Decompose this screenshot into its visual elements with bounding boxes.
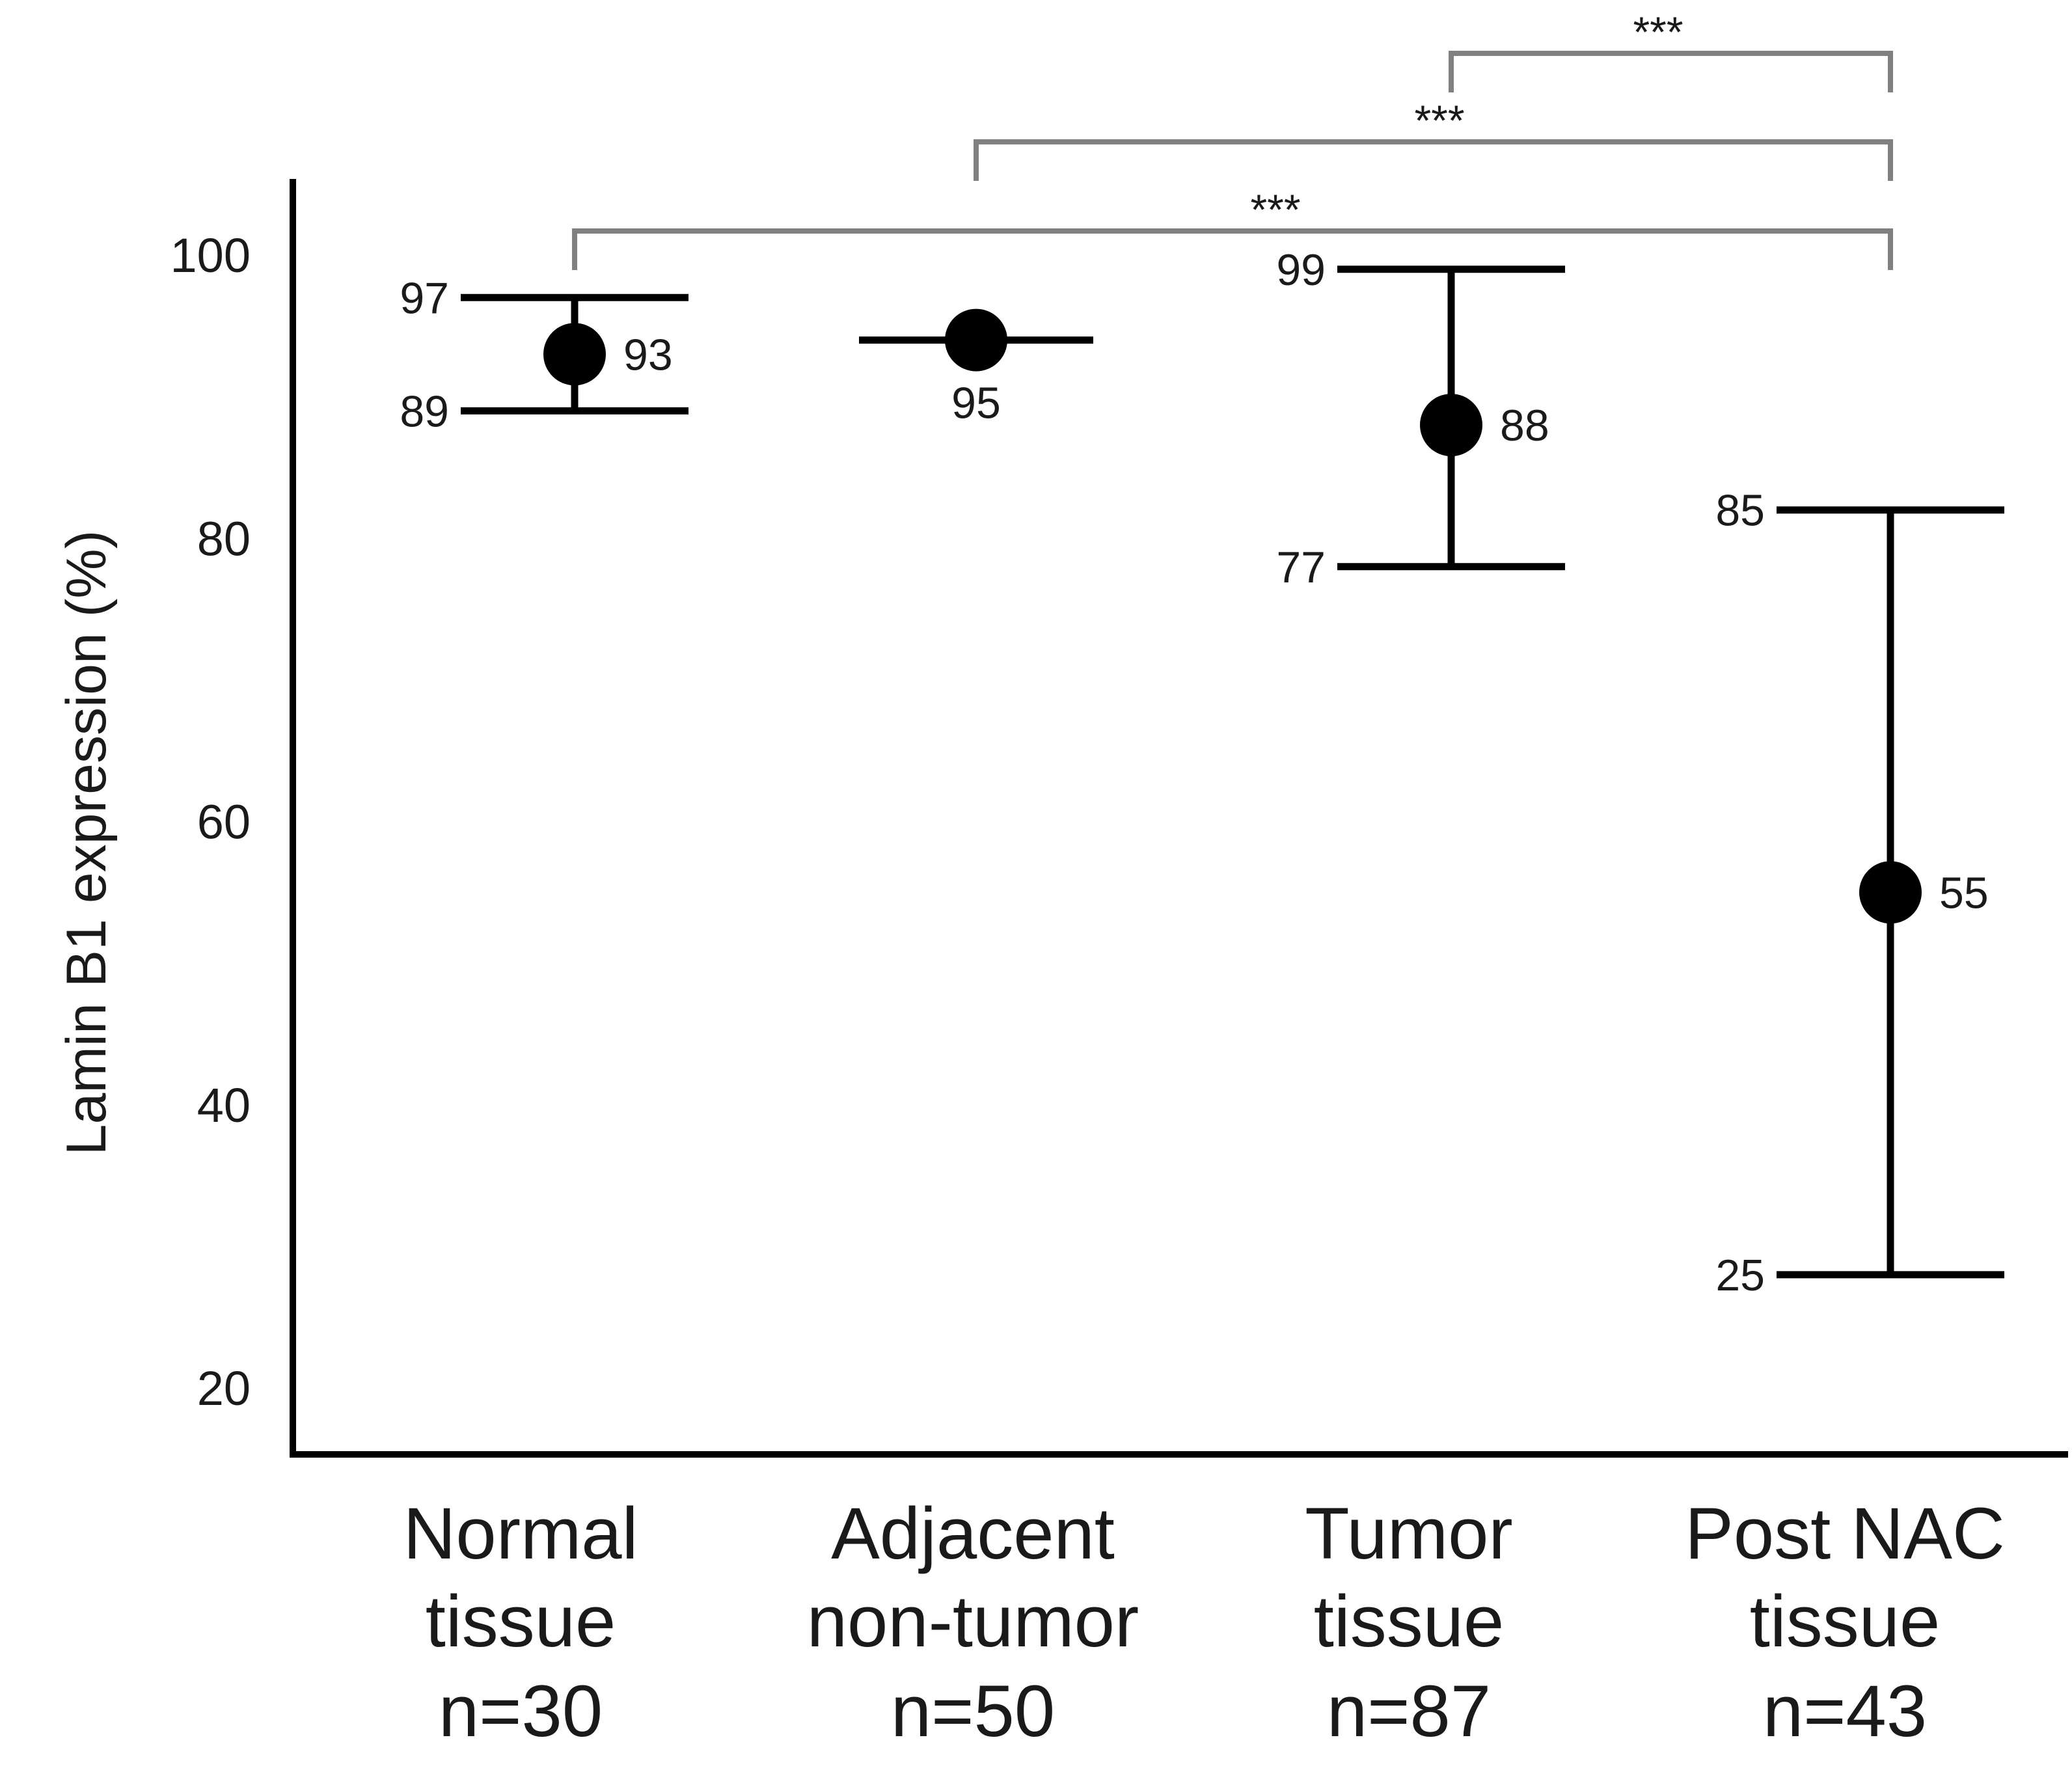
upper-value-label: 97 xyxy=(400,273,449,323)
axes: 20 40 60 80 100 xyxy=(170,179,2068,1458)
category-label-line: Adjacent xyxy=(831,1493,1115,1574)
median-marker xyxy=(945,308,1007,372)
category-label-line: n=43 xyxy=(1763,1670,1927,1752)
category-label-line: non-tumor xyxy=(807,1581,1139,1662)
median-value-label: 95 xyxy=(951,379,1001,428)
median-value-label: 55 xyxy=(1939,868,1989,918)
y-tick-label: 40 xyxy=(197,1078,251,1132)
category-label-line: n=87 xyxy=(1327,1670,1491,1752)
y-tick-label: 20 xyxy=(197,1361,251,1415)
data-points: 97 89 93 95 99 77 88 85 25 55 xyxy=(400,245,2004,1300)
category-label-line: tissue xyxy=(1314,1581,1505,1662)
median-value-label: 93 xyxy=(623,330,673,379)
significance-label: *** xyxy=(1414,96,1464,144)
lower-value-label: 25 xyxy=(1715,1251,1765,1300)
category-label-line: tissue xyxy=(426,1581,616,1662)
point-group: 95 xyxy=(859,308,1093,428)
median-marker xyxy=(1420,394,1482,457)
y-tick-label: 80 xyxy=(197,511,251,565)
point-group: 97 89 93 xyxy=(400,273,688,436)
category-label-line: n=50 xyxy=(891,1670,1055,1752)
category-label-line: tissue xyxy=(1750,1581,1941,1662)
median-marker xyxy=(1859,861,1922,924)
lower-value-label: 77 xyxy=(1276,543,1326,592)
significance-bracket xyxy=(1449,51,1893,92)
category-labels: Normaltissuen=30Adjacentnon-tumorn=50Tum… xyxy=(403,1493,2005,1752)
lower-value-label: 89 xyxy=(400,387,449,436)
y-tick-label: 60 xyxy=(197,795,251,849)
significance-bracket xyxy=(572,228,1893,270)
significance-brackets: *** *** *** xyxy=(572,8,1893,270)
y-tick-label: 100 xyxy=(170,228,251,282)
significance-bracket xyxy=(974,139,1893,181)
median-value-label: 88 xyxy=(1500,401,1549,450)
category-label-line: n=30 xyxy=(439,1670,603,1752)
category-label-line: Normal xyxy=(403,1493,638,1574)
upper-value-label: 99 xyxy=(1276,245,1326,295)
point-group: 99 77 88 xyxy=(1276,245,1565,592)
category-label-line: Post NAC xyxy=(1685,1493,2005,1574)
significance-label: *** xyxy=(1633,8,1683,56)
point-group: 85 25 55 xyxy=(1715,486,2004,1300)
upper-value-label: 85 xyxy=(1715,486,1765,536)
median-marker xyxy=(543,323,606,386)
significance-label: *** xyxy=(1250,185,1300,234)
y-axis-title: Lamin B1 expression (%) xyxy=(55,530,118,1156)
category-label-line: Tumor xyxy=(1305,1493,1512,1574)
